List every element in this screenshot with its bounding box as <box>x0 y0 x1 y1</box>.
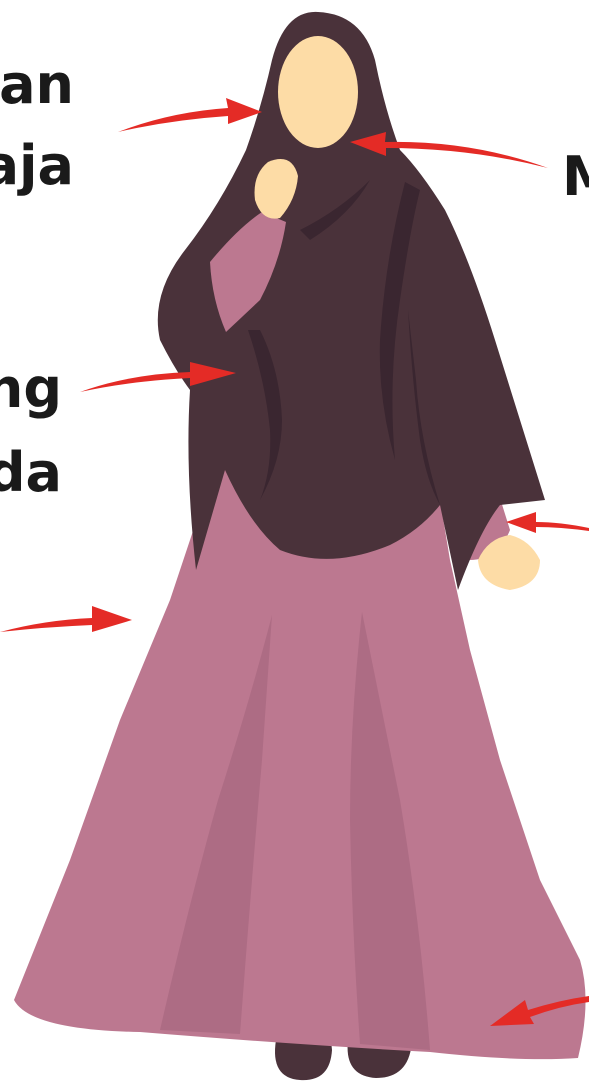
body-left-label-line2: da <box>0 446 62 500</box>
face <box>278 36 358 148</box>
head-left-label-line1: an <box>0 58 74 112</box>
face-right-label: M <box>562 150 589 204</box>
head-left-label-line2: aja <box>0 139 74 193</box>
body-left-label-line1: ng <box>0 362 62 416</box>
